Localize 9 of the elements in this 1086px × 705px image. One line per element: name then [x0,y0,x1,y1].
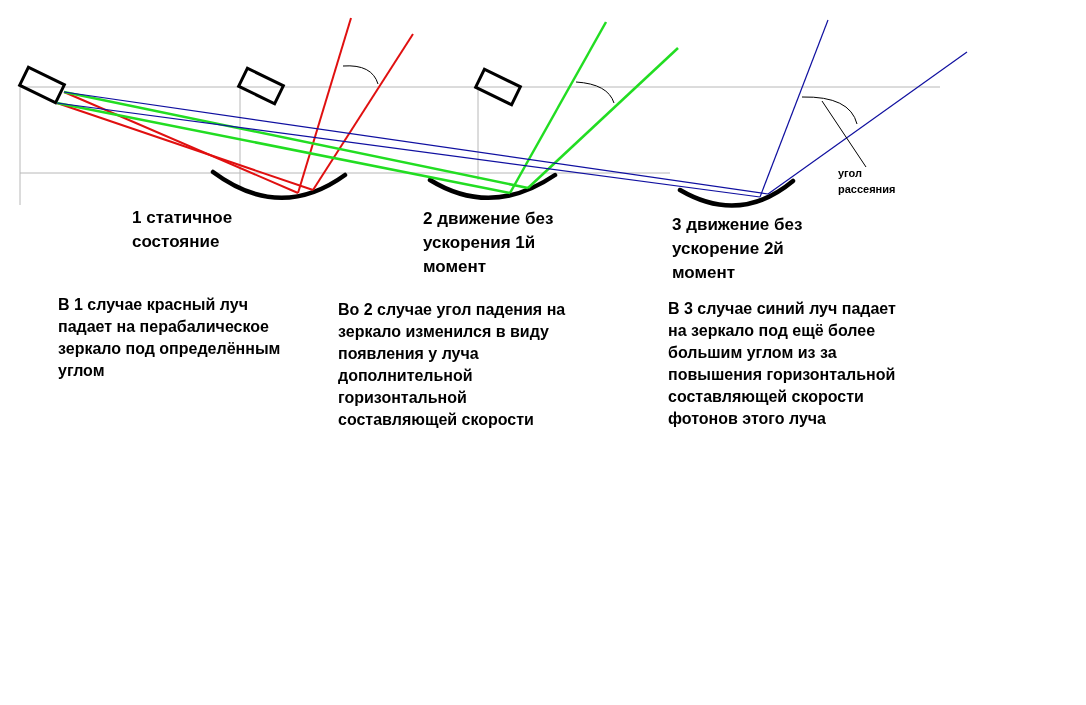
angle-arc [801,96,858,125]
description-text: В 1 случае красный луч падает на перабалическое зеркало под определённым углом [58,295,282,381]
description-text: В 3 случае синий луч падает на зеркало под ещё более большим углом из за повышения горизонтальной составляющей скорости фотонов этого луча [668,299,897,429]
annotation-text: угол рассеяния [838,165,918,197]
leader-line [821,100,867,168]
case-heading: 3 движение без ускорение 2й момент [672,214,804,284]
description-text: Во 2 случае угол падения на зеркало изменился в виду появления у луча дополнительной горизонтальной составляющей скорости [338,300,567,430]
case-heading: 2 движение без ускорения 1й момент [423,208,555,278]
case-heading: 1 статичное состояние [132,207,234,253]
